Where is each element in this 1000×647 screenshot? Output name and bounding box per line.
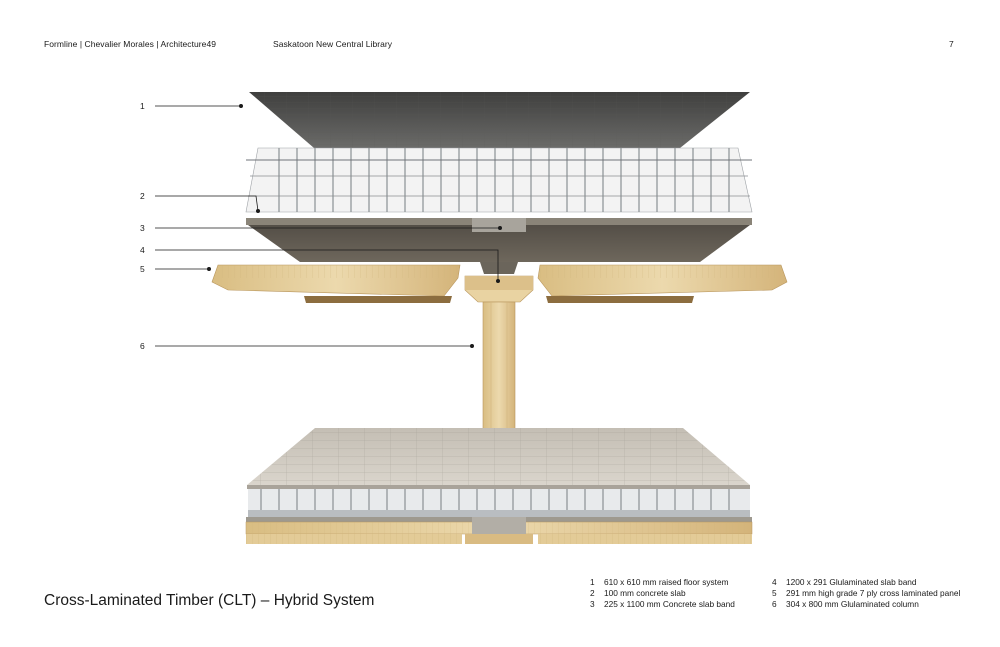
legend-number: 6 xyxy=(772,599,777,609)
legend-text: 291 mm high grade 7 ply cross laminated … xyxy=(786,588,961,598)
concrete-slab xyxy=(246,218,752,274)
clt-panels xyxy=(211,264,788,303)
raised-floor-lower xyxy=(247,428,750,489)
legend-number: 4 xyxy=(772,577,777,587)
legend-item-5: 5 291 mm high grade 7 ply cross laminated… xyxy=(772,588,960,598)
callout-3: 3 xyxy=(140,223,145,233)
legend-text: 304 x 800 mm Glulaminated column xyxy=(786,599,919,609)
figure-title: Cross-Laminated Timber (CLT) – Hybrid Sy… xyxy=(44,592,375,609)
callout-2: 2 xyxy=(140,191,145,201)
legend-item-6: 6 304 x 800 mm Glulaminated column xyxy=(772,599,919,609)
legend-text: 610 x 610 mm raised floor system xyxy=(604,577,729,587)
lower-slab-and-clt xyxy=(245,517,753,544)
page-number: 7 xyxy=(949,39,954,49)
legend-item-2: 2 100 mm concrete slab xyxy=(590,588,686,598)
header-authors: Formline | Chevalier Morales | Architect… xyxy=(44,39,217,49)
callout-1: 1 xyxy=(140,101,145,111)
callout-5: 5 xyxy=(140,264,145,274)
raised-floor-upper xyxy=(249,92,750,148)
legend-text: 1200 x 291 Glulaminated slab band xyxy=(786,577,917,587)
legend-number: 3 xyxy=(590,599,595,609)
legend-number: 1 xyxy=(590,577,595,587)
leader-lines xyxy=(155,104,502,348)
header-project-title: Saskatoon New Central Library xyxy=(273,39,393,49)
glulam-slab-band xyxy=(464,275,534,303)
legend-number: 5 xyxy=(772,588,777,598)
legend-item-1: 1 610 x 610 mm raised floor system xyxy=(590,577,729,587)
glulam-column xyxy=(482,301,516,439)
callout-6: 6 xyxy=(140,341,145,351)
legend-text: 225 x 1100 mm Concrete slab band xyxy=(604,599,735,609)
legend-number: 2 xyxy=(590,588,595,598)
callout-4: 4 xyxy=(140,245,145,255)
pedestal-grid-upper xyxy=(245,147,753,213)
legend-item-3: 3 225 x 1100 mm Concrete slab band xyxy=(590,599,735,609)
legend-item-4: 4 1200 x 291 Glulaminated slab band xyxy=(772,577,917,587)
legend-text: 100 mm concrete slab xyxy=(604,588,686,598)
pedestal-grid-lower xyxy=(248,489,750,517)
